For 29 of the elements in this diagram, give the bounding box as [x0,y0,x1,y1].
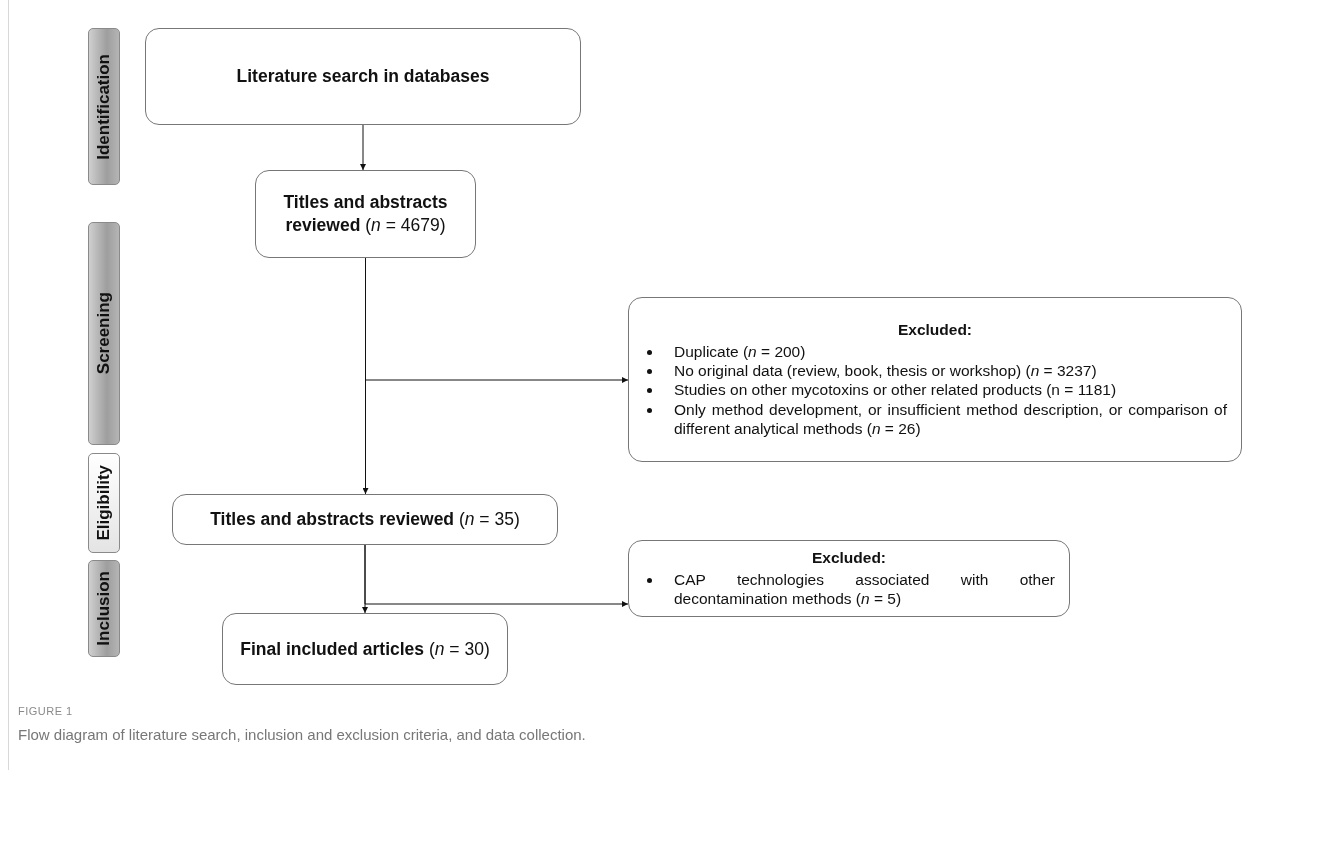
stage-band [88,222,120,445]
stage-label: Screening [94,292,114,375]
figure-caption: Flow diagram of literature search, inclusion and exclusion criteria, and data collection. [18,726,586,743]
exclusion-box [628,540,1070,617]
box-heading: Excluded: [896,320,974,339]
list-item: Only method development, or insufficient method description, or comparison of different analytical methods (n = 26) [674,399,1227,439]
box-text: Titles and abstracts reviewed (n = 35) [210,508,520,531]
process-box [255,170,476,258]
stage-band [88,28,120,185]
box-text: Titles and abstracts reviewed (n = 4679) [282,191,449,237]
arrow [360,124,366,171]
box-heading: Excluded: [810,548,888,567]
stage-label: Inclusion [94,571,114,646]
list-item: Studies on other mycotoxins or other related products (n = 1181) [674,380,1118,400]
arrow [364,544,629,607]
process-box [172,494,558,545]
box-text: Literature search in databases [236,65,490,88]
box-text: Final included articles (n = 30) [240,637,490,661]
process-box [145,28,581,125]
list-item: CAP technologies associated with other decontamination methods (n = 5) [674,569,1055,609]
stage-band [88,453,120,553]
process-box [222,613,508,685]
figure-number: FIGURE 1 [18,705,73,717]
stage-label: Identification [94,53,114,160]
stage-band [88,560,120,657]
list-item: Duplicate (n = 200) [674,341,807,361]
list-item: No original data (review, book, thesis or workshop) (n = 3237) [674,360,1098,381]
exclusion-box [628,297,1242,462]
stage-label: Eligibility [94,465,114,541]
